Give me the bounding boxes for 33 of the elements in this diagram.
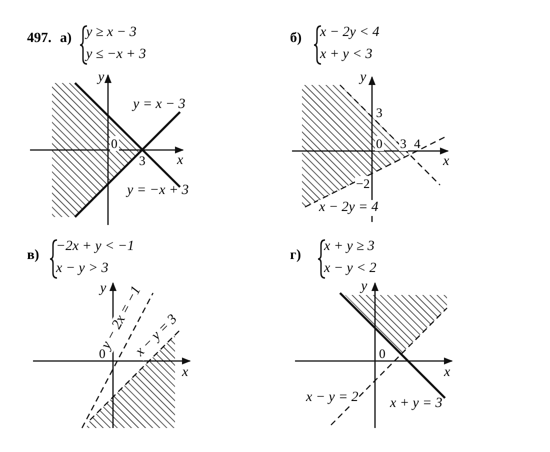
line-label: x − y = 2 xyxy=(305,390,360,406)
problem-number: 497. xyxy=(27,31,52,47)
line-label: x + y = 3 xyxy=(390,396,442,412)
axis-label: y xyxy=(360,70,366,86)
axis-label: x xyxy=(182,365,188,381)
tick-label: −2 xyxy=(355,176,371,191)
tick-label: 4 xyxy=(414,136,420,151)
line-label: y = x − 3 xyxy=(133,97,186,113)
inequality: x − 2y < 4 xyxy=(320,25,380,41)
axis-label: x xyxy=(443,154,450,170)
tick-label: 3 xyxy=(399,136,408,151)
inequality: y ≤ −x + 3 xyxy=(86,47,146,63)
origin-label: 0 xyxy=(110,136,118,151)
line-label: x − 2y = 4 xyxy=(318,200,380,216)
origin-label: 0 xyxy=(375,136,384,151)
inequality: x − y > 3 xyxy=(56,261,108,277)
axis-label: x xyxy=(177,153,184,169)
part-letter: б) xyxy=(290,31,302,47)
line-label: y = −x + 3 xyxy=(127,183,189,199)
inequality: x + y < 3 xyxy=(320,47,372,63)
part-letter: г) xyxy=(290,248,302,264)
inequality: y ≥ x − 3 xyxy=(86,25,137,41)
part-letter: в) xyxy=(27,248,40,264)
axis-label: y xyxy=(100,281,106,297)
part-letter: а) xyxy=(60,31,72,47)
tick-label: 3 xyxy=(375,105,384,120)
inequality: x + y ≥ 3 xyxy=(324,239,375,255)
origin-label: 0 xyxy=(379,346,386,361)
axis-label: y xyxy=(98,70,104,86)
tick-label: 3 xyxy=(139,153,146,168)
inequality: x − y < 2 xyxy=(324,261,376,277)
inequality: −2x + y < −1 xyxy=(56,239,134,255)
axis-label: x xyxy=(444,365,450,381)
